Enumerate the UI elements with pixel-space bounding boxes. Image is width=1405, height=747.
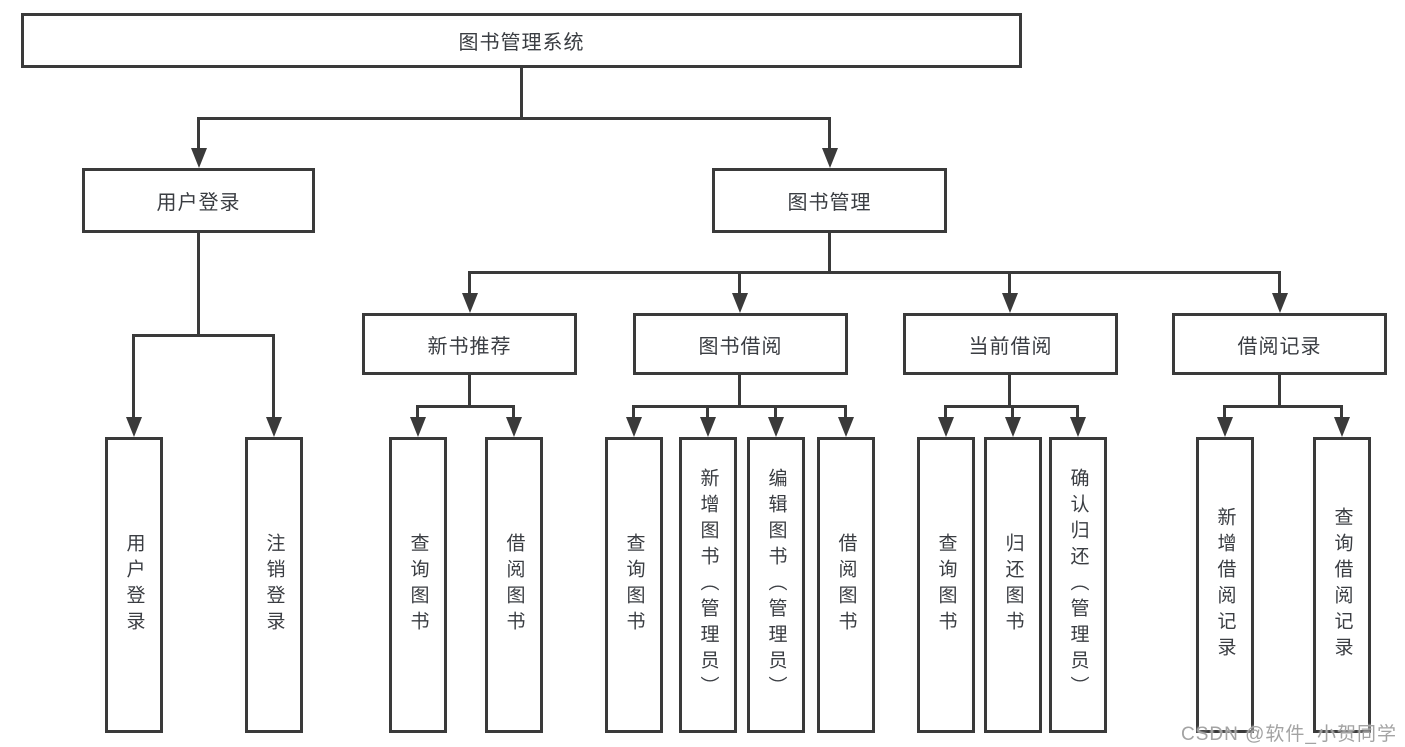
- connector-line: [416, 405, 419, 420]
- arrow-down-icon: [506, 417, 522, 437]
- arrow-down-icon: [1002, 293, 1018, 313]
- node-library-management-system: 图书管理系统: [21, 13, 1022, 68]
- leaf-edit-book-admin: 编辑图书（管理员）: [747, 437, 805, 733]
- connector-line: [1340, 405, 1343, 420]
- connector-line: [738, 271, 741, 296]
- connector-line: [1008, 271, 1011, 296]
- leaf-query-books-borrow: 查询图书: [605, 437, 663, 733]
- leaf-user-login: 用户登录: [105, 437, 163, 733]
- connector-line: [197, 117, 200, 151]
- node-borrow-records: 借阅记录: [1172, 313, 1387, 375]
- node-current-borrow: 当前借阅: [903, 313, 1118, 375]
- arrow-down-icon: [822, 148, 838, 168]
- connector-line: [197, 117, 831, 120]
- connector-line: [468, 271, 471, 296]
- arrow-down-icon: [1070, 417, 1086, 437]
- leaf-query-books-recommend: 查询图书: [389, 437, 447, 733]
- connector-line: [1223, 405, 1343, 408]
- connector-line: [1008, 375, 1011, 407]
- connector-line: [632, 405, 847, 408]
- leaf-logout: 注销登录: [245, 437, 303, 733]
- connector-line: [468, 271, 1281, 274]
- connector-line: [944, 405, 947, 420]
- connector-line: [1076, 405, 1079, 420]
- connector-line: [1278, 271, 1281, 296]
- arrow-down-icon: [768, 417, 784, 437]
- arrow-down-icon: [1217, 417, 1233, 437]
- arrow-down-icon: [838, 417, 854, 437]
- node-book-management: 图书管理: [712, 168, 947, 233]
- leaf-query-borrow-record: 查询借阅记录: [1313, 437, 1371, 733]
- connector-line: [520, 68, 523, 119]
- connector-line: [132, 334, 275, 337]
- leaf-add-book-admin: 新增图书（管理员）: [679, 437, 737, 733]
- connector-line: [1011, 405, 1014, 420]
- connector-line: [738, 375, 741, 407]
- arrow-down-icon: [126, 417, 142, 437]
- arrow-down-icon: [700, 417, 716, 437]
- node-user-login: 用户登录: [82, 168, 315, 233]
- connector-line: [512, 405, 515, 420]
- leaf-query-books-current: 查询图书: [917, 437, 975, 733]
- arrow-down-icon: [626, 417, 642, 437]
- connector-line: [416, 405, 515, 408]
- arrow-down-icon: [1334, 417, 1350, 437]
- leaf-borrow-books: 借阅图书: [817, 437, 875, 733]
- connector-line: [632, 405, 635, 420]
- watermark-text: CSDN @软件_小贺同学: [1181, 724, 1397, 745]
- connector-line: [844, 405, 847, 420]
- connector-line: [197, 233, 200, 337]
- arrow-down-icon: [732, 293, 748, 313]
- connector-line: [468, 375, 471, 407]
- connector-line: [828, 233, 831, 274]
- arrow-down-icon: [1272, 293, 1288, 313]
- leaf-confirm-return-admin: 确认归还（管理员）: [1049, 437, 1107, 733]
- arrow-down-icon: [1005, 417, 1021, 437]
- arrow-down-icon: [191, 148, 207, 168]
- arrow-down-icon: [938, 417, 954, 437]
- arrow-down-icon: [410, 417, 426, 437]
- connector-line: [1223, 405, 1226, 420]
- connector-line: [1278, 375, 1281, 407]
- connector-line: [774, 405, 777, 420]
- node-book-borrow: 图书借阅: [633, 313, 848, 375]
- arrow-down-icon: [266, 417, 282, 437]
- leaf-borrow-books-recommend: 借阅图书: [485, 437, 543, 733]
- leaf-add-borrow-record: 新增借阅记录: [1196, 437, 1254, 733]
- arrow-down-icon: [462, 293, 478, 313]
- node-new-book-recommend: 新书推荐: [362, 313, 577, 375]
- connector-line: [706, 405, 709, 420]
- leaf-return-book: 归还图书: [984, 437, 1042, 733]
- connector-line: [132, 334, 135, 420]
- connector-line: [272, 334, 275, 420]
- connector-line: [828, 117, 831, 151]
